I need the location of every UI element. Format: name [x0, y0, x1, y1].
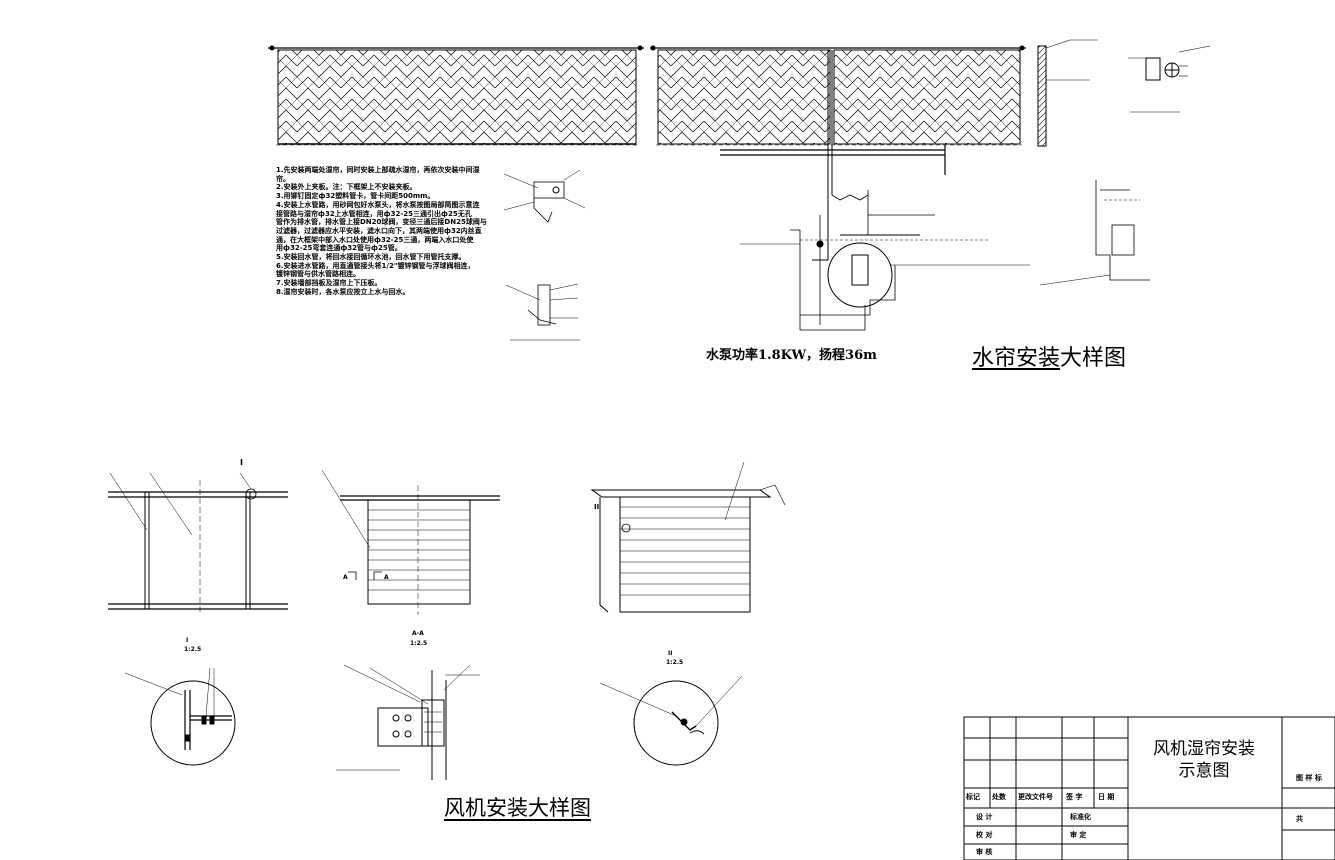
- fan-frame-iso: [590, 461, 786, 613]
- installation-notes: 1.先安装两端处湿帘，同时安装上部疏水湿帘，再依次安装中间湿 帘。 2.安装外上…: [276, 166, 504, 297]
- note-line: 4.安装上水管路，用砂网包好水泵头，将水泵按图局部简图示意连: [276, 200, 480, 209]
- curtain-caption-underlined: 水帘安装: [972, 346, 1061, 371]
- curtain-side-section: [1037, 39, 1098, 147]
- tb-role-design: 设 计: [976, 813, 993, 821]
- section-aa-title: A-A: [412, 630, 424, 637]
- curtain-caption: 水帘安装大样图: [972, 340, 1126, 372]
- tb-header-docno: 更改文件号: [1018, 793, 1053, 801]
- section-a-left: A: [343, 574, 348, 581]
- section-a-right: A: [384, 574, 389, 581]
- title-line-2: 示意图: [1178, 761, 1230, 781]
- title-block: [963, 716, 1335, 860]
- curtain-panel-left: [268, 45, 644, 146]
- piping-diagram: [720, 50, 1030, 331]
- note-line: 镀锌钢管与供水管路相连。: [276, 270, 360, 279]
- curtain-caption-rest: 大样图: [1060, 346, 1127, 371]
- note-line: 用ф32-25弯套连通ф32管与ф25管。: [276, 244, 402, 253]
- note-line: 接管路与湿帘ф32上水管相连，用ф32-25三通引出ф25无孔: [276, 209, 472, 218]
- tb-header-count: 处数: [992, 793, 1006, 801]
- tb-role-review: 审 核: [976, 848, 993, 856]
- title-block-title: 风机湿帘安装 示意图: [1128, 738, 1280, 782]
- detail-II-title: II: [668, 650, 673, 657]
- pipe-clip-detail: [1128, 45, 1211, 113]
- tb-role-standard: 标准化: [1070, 813, 1091, 821]
- drain-detail: [503, 169, 586, 223]
- note-line: 7.安装墙部挡板及湿帘上下压板。: [276, 279, 382, 288]
- note-line: 帘。: [276, 174, 290, 183]
- note-line: 管作为排水管，排水管上接DN20球阀，变径三通后接DN25球阀与: [276, 218, 487, 227]
- section-aa-detail: [336, 664, 480, 780]
- tb-role-check: 校 对: [976, 831, 993, 839]
- tb-header-sign: 签 字: [1066, 793, 1083, 801]
- tb-role-approve: 审 定: [1070, 831, 1087, 839]
- note-line: 3.用铆钉固定ф32塑料管卡，管卡间距500mm。: [276, 192, 435, 201]
- note-line: 5.安装回水管，将回水接回循环水池，回水管下用管托支撑。: [276, 253, 466, 262]
- fan-frame-louver: [321, 469, 500, 615]
- detail-I-scale: 1:2.5: [184, 646, 202, 653]
- section-aa-scale: 1:2.5: [410, 640, 428, 647]
- pump-detail-right: [1039, 180, 1150, 286]
- tb-header-mark: 标记: [966, 793, 980, 801]
- curtain-panel-right: [650, 45, 1026, 146]
- detail-I-circle: [124, 667, 236, 766]
- note-line: 6.安装进水管路，用直通管接头将1/2"镀锌钢管与浮球阀相连，: [276, 261, 475, 270]
- pump-caption: 水泵功率1.8KW，扬程36m: [706, 348, 877, 363]
- detail-II-marker: II: [594, 503, 600, 511]
- note-line: 通，在大框架中部入水口处使用ф32-25三通，两端入水口处使: [276, 235, 474, 244]
- title-line-1: 风机湿帘安装: [1153, 739, 1255, 759]
- note-line: 过滤器，过滤器应水平安装，滤水口向下，其两端使用ф32内丝直: [276, 226, 482, 235]
- detail-I-marker: I: [240, 458, 243, 467]
- tb-header-date: 日 期: [1098, 793, 1115, 801]
- fan-caption: 风机安装大样图: [444, 796, 591, 820]
- detail-I-title: I: [186, 637, 189, 644]
- detail-II-circle: [599, 675, 743, 766]
- detail-II-scale: 1:2.5: [666, 659, 684, 666]
- note-line: 8.湿帘安装时，各水泵应按立上水与回水。: [276, 287, 410, 296]
- note-line: 2.安装外上夹板。注：下框架上不安装夹板。: [276, 183, 417, 192]
- tb-drawing-mark: 图 样 标: [1296, 774, 1322, 782]
- tb-share: 共: [1296, 815, 1303, 823]
- note-line: 1.先安装两端处湿帘，同时安装上部疏水湿帘，再依次安装中间湿: [276, 166, 480, 174]
- fan-frame-front: [108, 472, 288, 615]
- press-plate-detail: [505, 283, 580, 341]
